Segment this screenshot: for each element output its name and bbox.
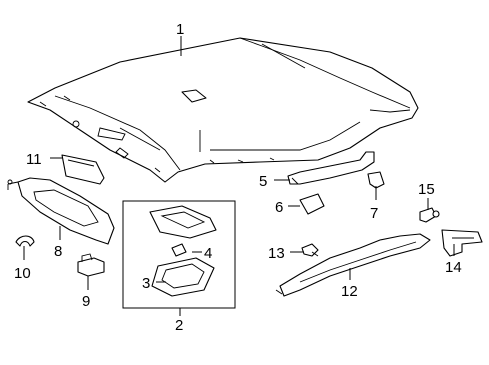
leader-lines [23, 36, 455, 316]
headliner-panel [27, 37, 419, 183]
callout-7: 7 [370, 205, 378, 222]
callout-numbers: 1 2 3 4 5 6 7 8 9 10 11 12 13 14 15 [14, 21, 462, 334]
callout-4: 4 [204, 245, 212, 262]
grip-cover [299, 193, 325, 215]
fastener-13 [301, 243, 319, 257]
callout-9: 9 [82, 293, 90, 310]
callout-14: 14 [445, 259, 462, 276]
screw-clip-15 [419, 207, 440, 223]
callout-6: 6 [275, 199, 283, 216]
curtain-shield-airbag [275, 233, 431, 297]
assist-grip [287, 151, 375, 185]
lamp-housing [151, 257, 215, 297]
callout-13: 13 [268, 245, 285, 262]
callout-1: 1 [176, 21, 184, 38]
callout-15: 15 [418, 181, 435, 198]
sun-visor [7, 177, 115, 245]
grip-bracket [367, 171, 385, 189]
lamp-bulb [171, 243, 187, 257]
callout-11: 11 [26, 151, 42, 168]
callout-3: 3 [142, 275, 150, 292]
lamp-assembly-frame [122, 200, 236, 309]
callout-2: 2 [175, 317, 183, 334]
clip-part-10 [15, 235, 35, 247]
holder-part-9 [77, 253, 105, 277]
callout-8: 8 [54, 243, 62, 260]
sunvisor-holder [61, 154, 105, 185]
callout-12: 12 [341, 283, 358, 300]
bracket-14 [441, 229, 483, 257]
callout-5: 5 [259, 173, 267, 190]
map-lamp-lens [149, 205, 217, 239]
callout-10: 10 [14, 265, 31, 282]
